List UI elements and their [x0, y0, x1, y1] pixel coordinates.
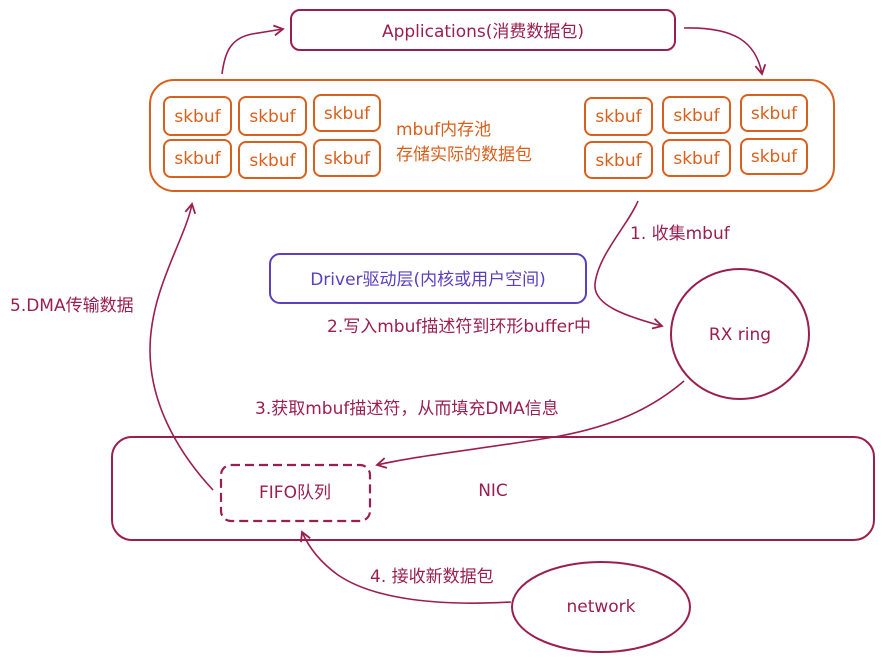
mempool-box	[149, 79, 835, 192]
skbuf-cell	[662, 96, 731, 134]
skbuf-cell	[584, 97, 653, 136]
skbuf-cell	[662, 139, 731, 177]
skbuf-group-left: skbuf skbuf skbuf skbuf skbuf skbuf	[163, 94, 381, 179]
skbuf-cell	[740, 94, 808, 132]
skbuf-group-right: skbuf skbuf skbuf skbuf skbuf skbuf	[584, 94, 808, 179]
rx-ring-circle	[670, 268, 810, 400]
mempool-caption-line1: mbuf内存池	[396, 120, 491, 140]
step1-label: 1. 收集mbuf	[630, 224, 731, 244]
network-label: network	[566, 597, 635, 617]
driver-box	[269, 253, 587, 304]
step5-label: 5.DMA传输数据	[10, 296, 134, 316]
skbuf-cell	[163, 139, 232, 178]
skbuf-label: skbuf	[673, 106, 720, 126]
arrow-pool-to-apps	[221, 24, 285, 75]
nic-label: NIC	[478, 481, 508, 501]
fifo-label: FIFO队列	[259, 483, 331, 503]
applications-box	[290, 9, 676, 51]
skbuf-cell	[313, 139, 381, 177]
arrow-step1	[594, 200, 664, 330]
mempool-caption-line2: 存储实际的数据包	[396, 145, 532, 165]
skbuf-label: skbuf	[751, 104, 798, 124]
network-circle	[511, 561, 691, 653]
arrow-apps-to-pool	[683, 27, 767, 76]
skbuf-label: skbuf	[174, 149, 221, 169]
step2-label: 2.写入mbuf描述符到环形buffer中	[327, 317, 591, 337]
skbuf-label: skbuf	[324, 149, 371, 169]
rx-ring-label: RX ring	[709, 325, 771, 345]
skbuf-cell	[238, 96, 307, 136]
arrow-step4	[300, 530, 512, 604]
step3-label: 3.获取mbuf描述符，从而填充DMA信息	[255, 399, 559, 419]
skbuf-cell	[163, 96, 232, 136]
skbuf-cell	[313, 94, 381, 132]
arrow-step5	[149, 202, 214, 491]
skbuf-label: skbuf	[324, 104, 371, 124]
skbuf-label: skbuf	[595, 107, 642, 127]
skbuf-cell	[740, 138, 808, 175]
driver-label: Driver驱动层(内核或用户空间)	[310, 270, 546, 290]
skbuf-label: skbuf	[595, 151, 642, 171]
fifo-box	[219, 463, 372, 523]
skbuf-label: skbuf	[751, 147, 798, 167]
skbuf-label: skbuf	[249, 107, 296, 127]
arrow-step3	[375, 380, 685, 469]
skbuf-cell	[584, 141, 653, 179]
skbuf-label: skbuf	[174, 107, 221, 127]
nic-box	[111, 436, 875, 541]
skbuf-label: skbuf	[673, 149, 720, 169]
skbuf-label: skbuf	[249, 151, 296, 171]
skbuf-cell	[238, 141, 307, 179]
step4-label: 4. 接收新数据包	[370, 567, 494, 587]
applications-label: Applications(消费数据包)	[382, 22, 584, 42]
